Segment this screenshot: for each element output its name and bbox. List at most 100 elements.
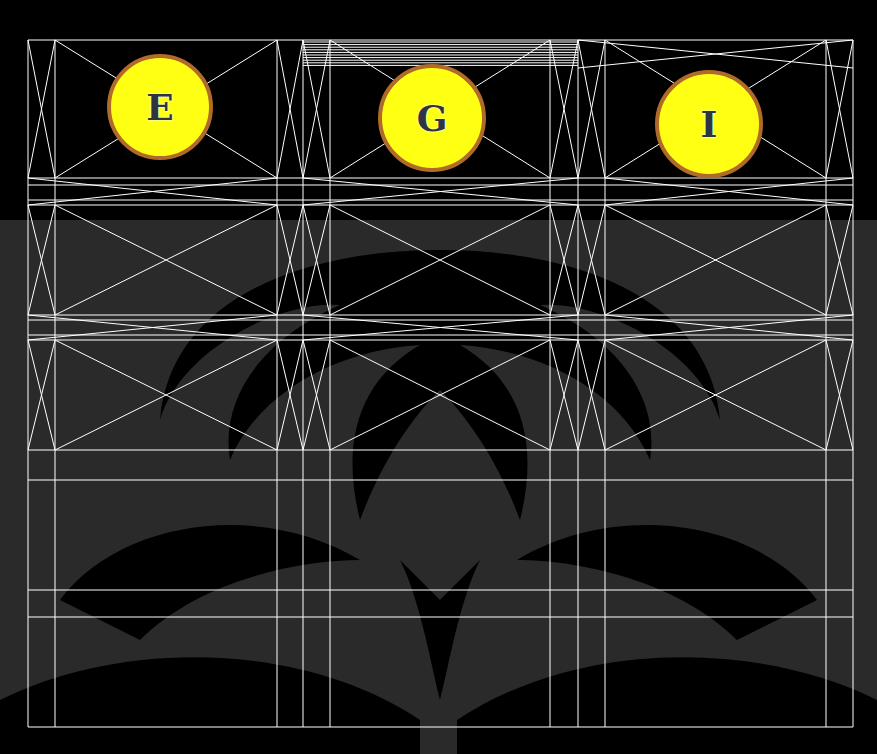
frame-member xyxy=(28,200,853,201)
frame-member xyxy=(28,40,55,178)
frame-member xyxy=(826,205,853,315)
watermark xyxy=(0,250,877,754)
node-circle: I xyxy=(655,70,763,178)
frame-member xyxy=(28,178,277,205)
frame-member xyxy=(578,340,605,450)
frame-member xyxy=(277,340,303,450)
frame-member xyxy=(853,40,854,727)
node-letter: G xyxy=(417,100,448,136)
grey-ground xyxy=(0,220,877,754)
frame-member xyxy=(28,617,853,618)
frame-member xyxy=(28,40,29,727)
frame-member xyxy=(55,40,277,178)
frame-member xyxy=(28,315,277,340)
frame-member xyxy=(303,205,330,315)
node-letter: E xyxy=(146,89,173,125)
frame-member xyxy=(303,47,578,48)
frame-member xyxy=(28,205,55,315)
frame-member xyxy=(605,340,826,450)
frame-member xyxy=(826,205,853,315)
frame-member xyxy=(303,178,578,205)
frame-member xyxy=(28,340,853,341)
frame-member xyxy=(330,205,550,315)
node-circle: E xyxy=(107,54,213,160)
frame-member xyxy=(277,40,303,178)
frame-member xyxy=(550,205,578,315)
frame-member xyxy=(55,205,277,315)
frame-member xyxy=(303,340,330,450)
frame-member xyxy=(605,40,826,178)
frame-member xyxy=(28,727,853,728)
frame-member xyxy=(578,205,605,315)
frame-member xyxy=(578,40,605,178)
frame-member xyxy=(28,590,853,591)
frame-member xyxy=(550,40,551,727)
frame-member xyxy=(55,40,277,178)
frame-member xyxy=(277,40,303,178)
frame-member xyxy=(28,340,55,450)
frame-member xyxy=(330,40,331,727)
frame-member xyxy=(28,40,853,41)
frame-member xyxy=(277,340,303,450)
frame-member xyxy=(28,185,853,186)
frame-member xyxy=(303,315,578,340)
frame-member xyxy=(303,42,578,43)
frame-member xyxy=(28,320,853,321)
frame-member xyxy=(28,40,55,178)
frame-member xyxy=(28,178,277,205)
frame-member xyxy=(605,205,826,315)
frame-member xyxy=(605,178,853,205)
frame-member xyxy=(605,178,853,205)
frame-member xyxy=(578,40,853,68)
frame-member xyxy=(330,340,550,450)
frame-member xyxy=(55,205,277,315)
frame-member xyxy=(55,40,56,727)
frame-member xyxy=(55,340,277,450)
frame-member xyxy=(28,178,853,179)
frame-member xyxy=(605,315,853,340)
frame-member xyxy=(277,205,303,315)
frame-member xyxy=(826,40,853,178)
frame-member xyxy=(303,40,304,727)
frame-member xyxy=(28,315,277,340)
frame-member xyxy=(578,205,605,315)
frame-member xyxy=(277,40,278,727)
frame-member xyxy=(550,340,578,450)
frame-member xyxy=(55,340,277,450)
frame-member xyxy=(303,315,578,340)
frame-member xyxy=(605,205,826,315)
frame-member xyxy=(826,340,853,450)
frame-member xyxy=(826,40,853,178)
frame-member xyxy=(28,335,853,336)
frame-member xyxy=(303,52,578,53)
frame-lines xyxy=(28,40,853,727)
frame-member xyxy=(550,205,578,315)
frame-member xyxy=(605,40,826,178)
frame-member xyxy=(550,340,578,450)
node-letter: I xyxy=(701,106,718,142)
frame-member xyxy=(578,40,853,68)
frame-member xyxy=(277,205,303,315)
frame-member xyxy=(303,49,578,50)
frame-member xyxy=(28,205,853,206)
frame-member xyxy=(578,40,579,727)
frame-member xyxy=(303,340,330,450)
frame-member xyxy=(330,205,550,315)
frame-member xyxy=(28,205,55,315)
node-circle: G xyxy=(378,64,486,172)
frame-member xyxy=(28,480,853,481)
frame-member xyxy=(826,340,853,450)
frame-member xyxy=(303,60,578,61)
frame-member xyxy=(28,450,853,451)
frame-member xyxy=(303,55,578,56)
frame-member xyxy=(578,340,605,450)
frame-member xyxy=(303,205,330,315)
frame-member xyxy=(605,315,853,340)
frame-member xyxy=(605,40,606,727)
frame-member xyxy=(303,178,578,205)
frame-member xyxy=(303,57,578,58)
frame-member xyxy=(303,44,578,45)
frame-member xyxy=(578,40,605,178)
